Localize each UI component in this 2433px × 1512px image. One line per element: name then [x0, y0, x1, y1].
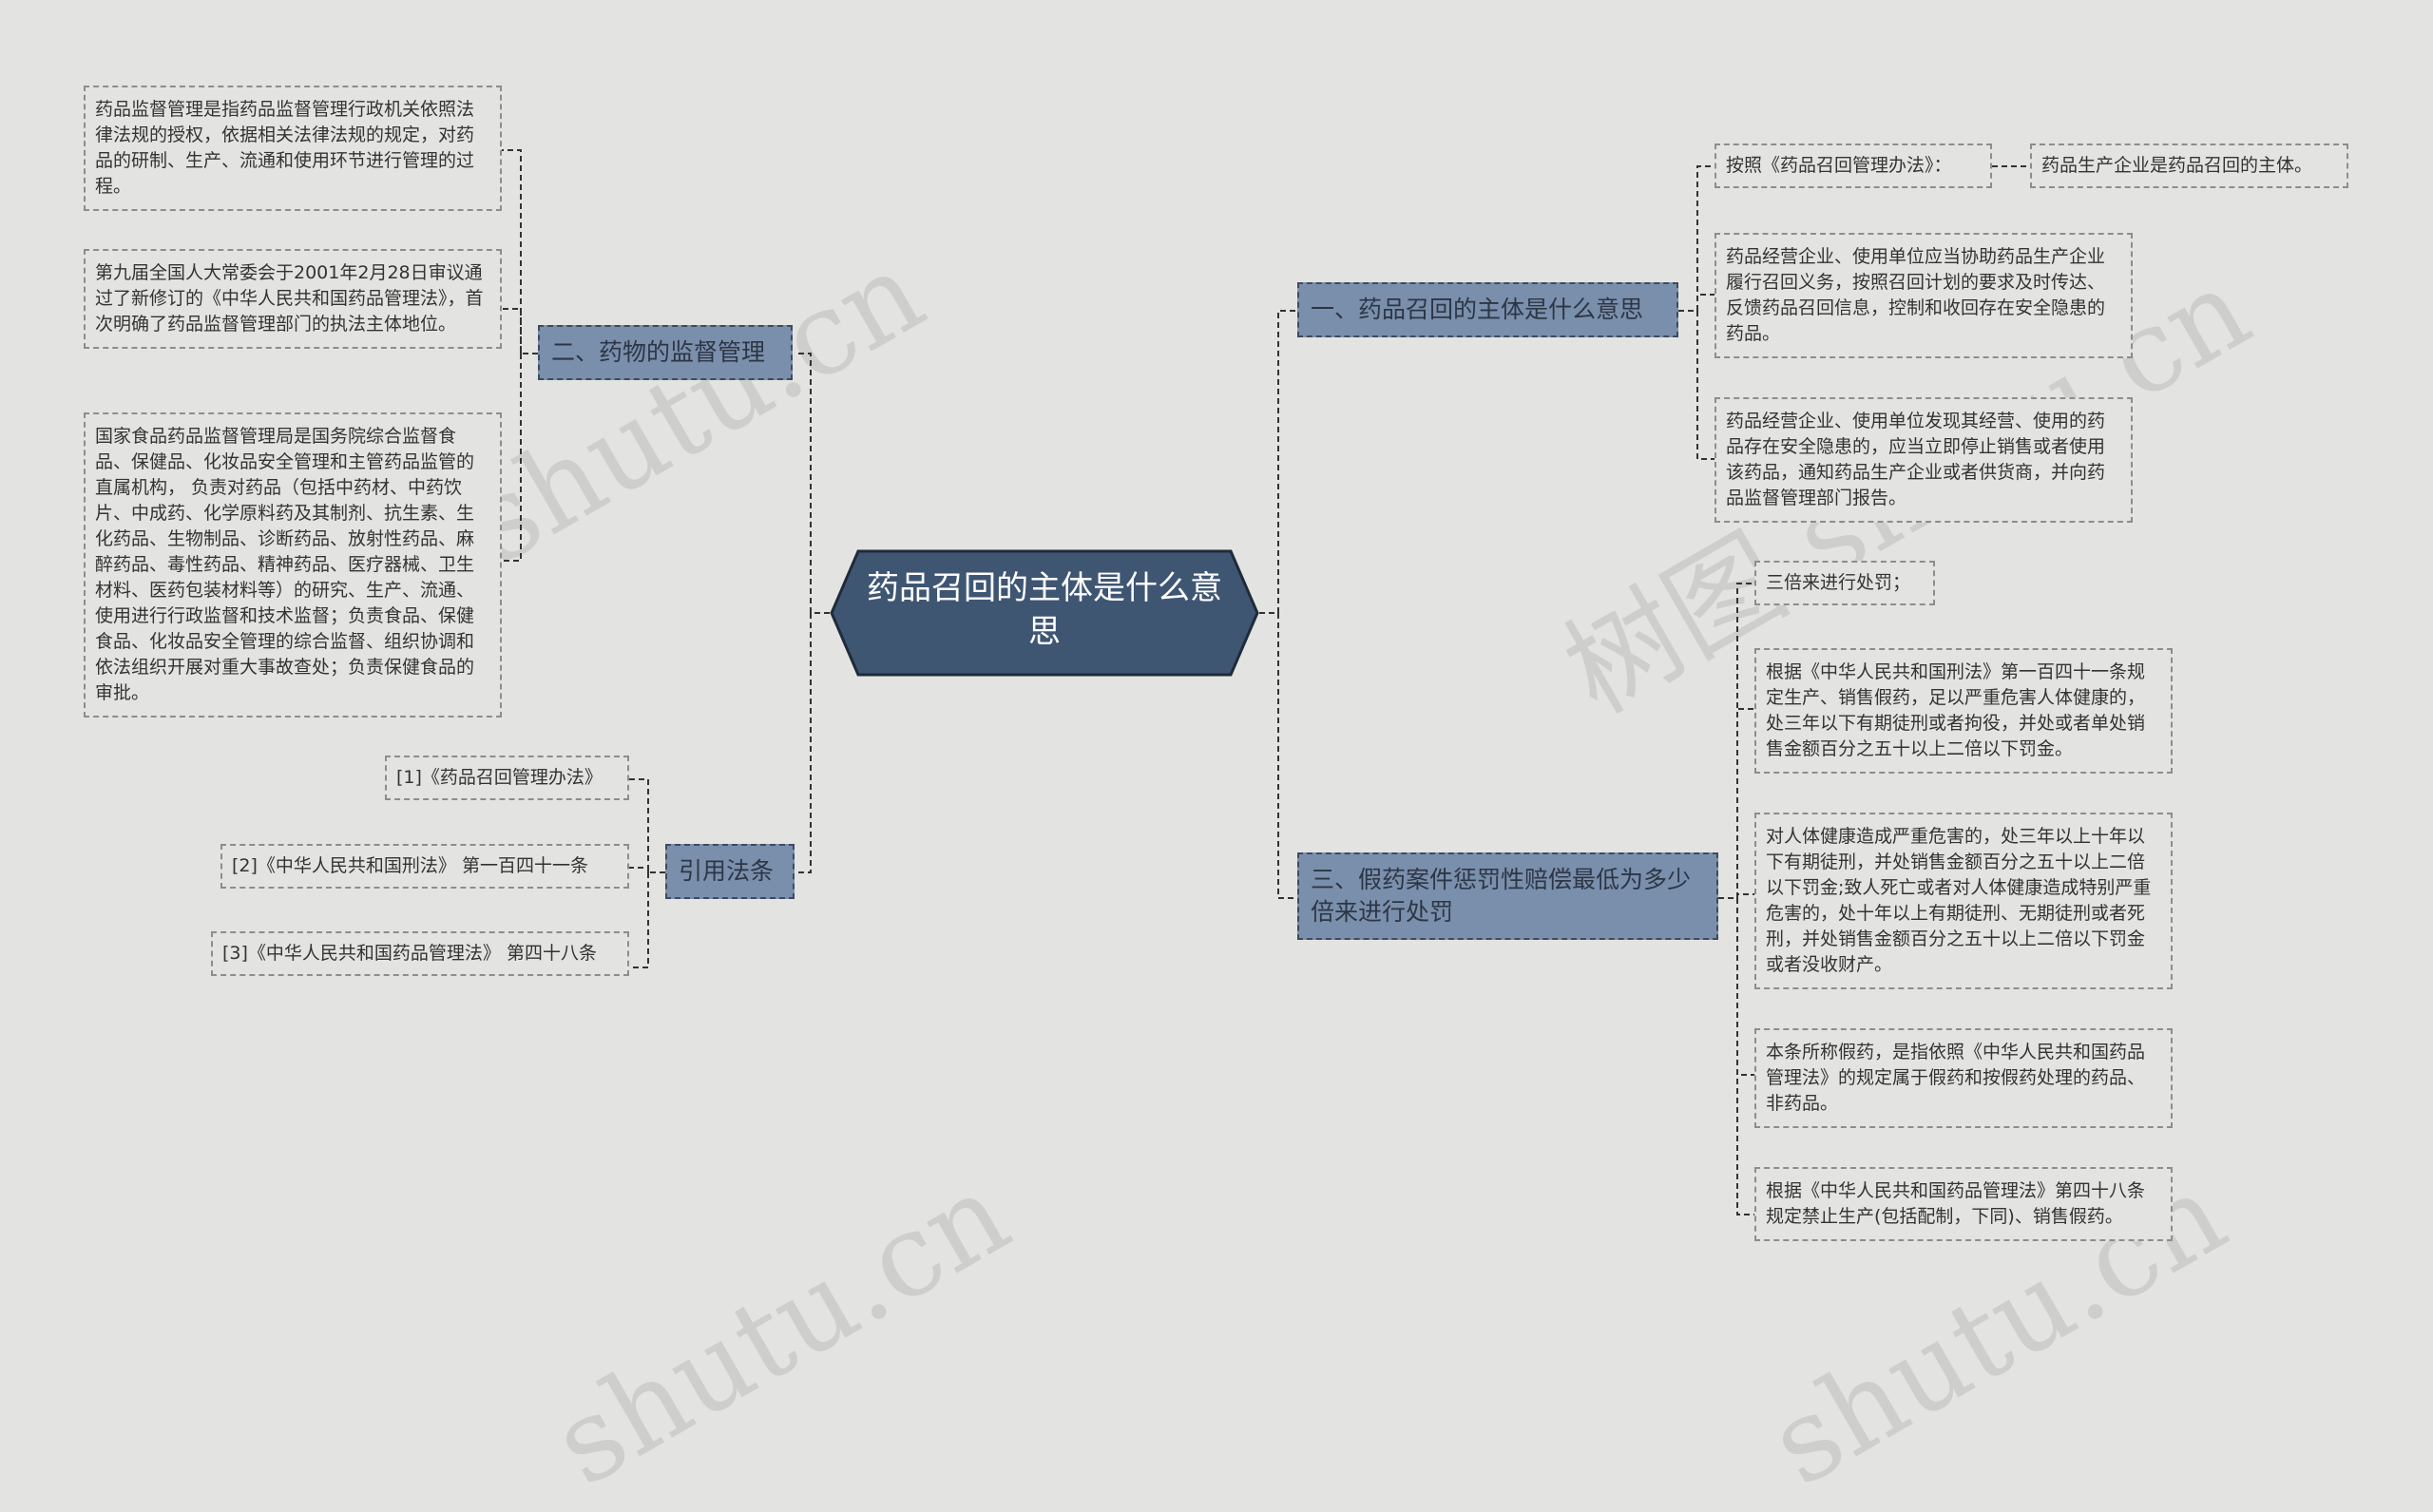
root-shape — [830, 549, 1259, 677]
leaf-penalty-times: 三倍来进行处罚； — [1754, 561, 1935, 605]
leaf-recall-regulation: 按照《药品召回管理办法》： — [1715, 144, 1992, 188]
leaf-citation-1[interactable]: [1]《药品召回管理办法》 — [385, 756, 629, 800]
connector-lines — [502, 149, 2030, 1215]
leaf-penalty-criminal-law: 根据《中华人民共和国刑法》第一百四十一条规定生产、销售假药，足以严重危害人体健康… — [1754, 648, 2173, 774]
branch-cited-laws[interactable]: 引用法条 — [665, 844, 795, 899]
leaf-recall-cooperation: 药品经营企业、使用单位应当协助药品生产企业履行召回义务，按照召回计划的要求及时传… — [1715, 233, 2133, 358]
leaf-supervision-agency: 国家食品药品监督管理局是国务院综合监督食品、保健品、化妆品安全管理和主管药品监管… — [84, 412, 502, 718]
leaf-recall-report: 药品经营企业、使用单位发现其经营、使用的药品存在安全隐患的，应当立即停止销售或者… — [1715, 397, 2133, 523]
root-node[interactable]: 药品召回的主体是什么意思 — [830, 549, 1259, 677]
leaf-citation-2[interactable]: [2]《中华人民共和国刑法》 第一百四十一条 — [220, 844, 629, 889]
leaf-penalty-prohibition: 根据《中华人民共和国药品管理法》第四十八条规定禁止生产(包括配制，下同)、销售假… — [1754, 1167, 2173, 1241]
leaf-recall-subject: 药品生产企业是药品召回的主体。 — [2030, 144, 2348, 188]
leaf-penalty-serious-harm: 对人体健康造成严重危害的，处三年以上十年以下有期徒刑，并处销售金额百分之五十以上… — [1754, 813, 2173, 989]
branch-recall-subject[interactable]: 一、药品召回的主体是什么意思 — [1297, 282, 1678, 337]
root-title: 药品召回的主体是什么意思 — [867, 569, 1222, 651]
branch-drug-supervision[interactable]: 二、药物的监督管理 — [538, 325, 793, 380]
leaf-citation-3[interactable]: [3]《中华人民共和国药品管理法》 第四十八条 — [211, 931, 629, 976]
leaf-penalty-fake-drug-definition: 本条所称假药，是指依照《中华人民共和国药品管理法》的规定属于假药和按假药处理的药… — [1754, 1028, 2173, 1128]
leaf-supervision-law: 第九届全国人大常委会于2001年2月28日审议通过了新修订的《中华人民共和国药品… — [84, 249, 502, 349]
branch-fake-drug-penalty[interactable]: 三、假药案件惩罚性赔偿最低为多少倍来进行处罚 — [1297, 852, 1718, 940]
leaf-supervision-definition: 药品监督管理是指药品监督管理行政机关依照法律法规的授权，依据相关法律法规的规定，… — [84, 86, 502, 211]
